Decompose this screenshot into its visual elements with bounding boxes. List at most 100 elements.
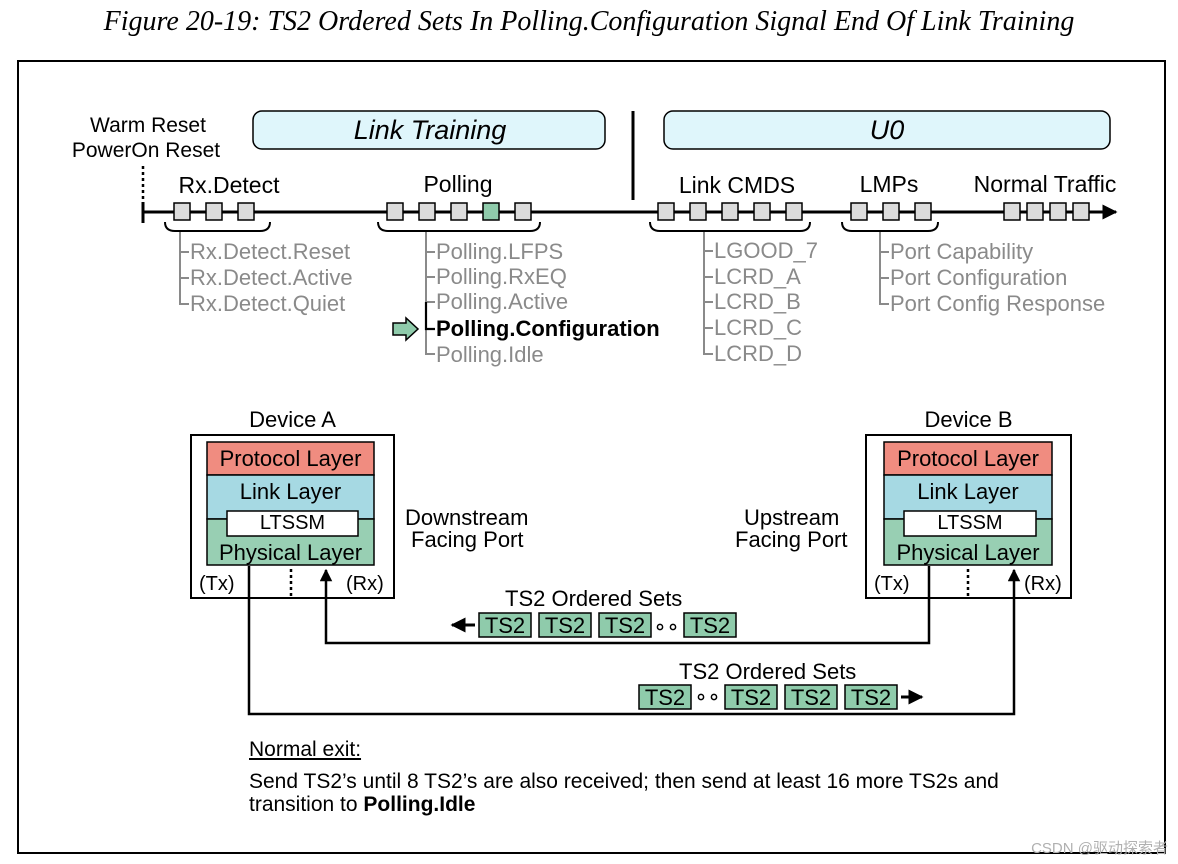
a-to-b-signal-path xyxy=(247,566,1021,716)
state-box xyxy=(514,202,532,221)
substate-port-capability: Port Capability xyxy=(890,239,1034,264)
substate-polling-rxeq: Polling.RxEQ xyxy=(436,264,567,289)
substate-polling-configuration: Polling.Configuration xyxy=(436,316,660,341)
substate-polling-lfps: Polling.LFPS xyxy=(436,239,564,264)
ts2-text: TS2 xyxy=(644,685,686,710)
u0-label: U0 xyxy=(870,115,905,145)
state-box xyxy=(173,202,191,221)
ts2-text: TS2 xyxy=(484,613,526,638)
stage-lmps: LMPs xyxy=(860,171,919,197)
device-b-physical-label: Physical Layer xyxy=(896,540,1040,565)
poweron-reset-label: PowerOn Reset xyxy=(72,139,220,162)
normal-exit-line2: transition to Polling.Idle xyxy=(249,793,1149,816)
device-b-protocol-label: Protocol Layer xyxy=(897,446,1039,471)
lower-ts2-sets xyxy=(638,684,898,710)
state-box xyxy=(850,202,868,221)
state-box xyxy=(721,202,739,221)
lmps-brace xyxy=(841,221,939,232)
ts2-set xyxy=(538,612,592,638)
link-cmds-states xyxy=(657,202,803,221)
device-a-ltssm-box xyxy=(226,510,359,537)
polling-brace xyxy=(377,221,541,232)
state-box xyxy=(1072,202,1090,221)
device-a-protocol-label: Protocol Layer xyxy=(219,446,362,471)
device-b-protocol-layer xyxy=(883,441,1053,476)
polling-config-tree-line xyxy=(424,302,435,331)
normal-exit-title: Normal exit: xyxy=(249,738,362,761)
state-box xyxy=(882,202,900,221)
substate-polling-idle: Polling.Idle xyxy=(436,342,544,367)
ts2-text: TS2 xyxy=(689,613,731,638)
device-a-physical-label: Physical Layer xyxy=(218,540,363,565)
warm-reset-label: Warm Reset xyxy=(90,114,206,137)
ts2-text: TS2 xyxy=(544,613,586,638)
device-b-ltssm-box xyxy=(903,510,1037,537)
state-box xyxy=(450,202,468,221)
link-training-banner xyxy=(252,110,606,150)
device-b-tx-label: (Tx) xyxy=(874,573,910,595)
link-cmds-brace xyxy=(649,221,811,232)
ts2-set xyxy=(598,612,652,638)
device-b-rx-label: (Rx) xyxy=(1024,573,1062,595)
substate-rx-detect-reset: Rx.Detect.Reset xyxy=(190,239,351,264)
ts2-set xyxy=(478,612,532,638)
state-box xyxy=(1049,202,1067,221)
current-state-arrow-icon xyxy=(392,316,420,342)
rx-detect-states xyxy=(173,202,255,221)
ts2-text: TS2 xyxy=(604,613,646,638)
substate-port-config-response: Port Config Response xyxy=(890,291,1106,316)
state-box xyxy=(386,202,404,221)
state-box xyxy=(205,202,223,221)
lower-ellipsis-icon xyxy=(697,693,718,701)
diagram-frame xyxy=(17,60,1166,854)
state-box xyxy=(657,202,675,221)
substate-lgood-7: LGOOD_7 xyxy=(714,238,818,263)
ts2-set xyxy=(844,684,898,710)
stage-braces xyxy=(164,221,939,232)
state-box xyxy=(785,202,803,221)
ts2-text: TS2 xyxy=(790,685,832,710)
device-a-title: Device A xyxy=(249,407,336,432)
ts2-set xyxy=(638,684,692,710)
lmps-states xyxy=(850,202,932,221)
upstream-port-line1: Upstream xyxy=(744,505,840,530)
stage-polling: Polling xyxy=(423,171,492,197)
state-box xyxy=(753,202,771,221)
substate-rx-detect-quiet: Rx.Detect.Quiet xyxy=(190,291,346,316)
substate-lcrd-d: LCRD_D xyxy=(714,341,803,366)
device-a-ltssm-label: LTSSM xyxy=(259,512,326,534)
downstream-port-line2: Facing Port xyxy=(411,527,524,552)
ts2-text: TS2 xyxy=(850,685,892,710)
substate-lcrd-c: LCRD_C xyxy=(714,315,803,340)
watermark: CSDN @驱动探索者 xyxy=(1031,840,1168,857)
normal-exit-line2-text: transition to xyxy=(249,793,364,816)
device-a-tx-label: (Tx) xyxy=(199,573,235,595)
ts2-set xyxy=(784,684,838,710)
substate-lcrd-b: LCRD_B xyxy=(714,289,801,314)
substate-polling-active: Polling.Active xyxy=(436,289,569,314)
state-box xyxy=(914,202,932,221)
stage-normal-traffic: Normal Traffic xyxy=(974,171,1117,197)
upper-ts2-ordered-sets-label: TS2 Ordered Sets xyxy=(505,586,683,611)
device-a-link-label: Link Layer xyxy=(239,479,342,504)
state-box xyxy=(689,202,707,221)
downstream-port-line1: Downstream xyxy=(405,505,529,530)
ts2-text: TS2 xyxy=(730,685,772,710)
normal-exit-line1: Send TS2’s until 8 TS2’s are also receiv… xyxy=(249,770,999,793)
substate-rx-detect-active: Rx.Detect.Active xyxy=(190,265,353,290)
stage-rx-detect: Rx.Detect xyxy=(179,172,281,198)
link-training-label: Link Training xyxy=(354,115,507,145)
device-b-ltssm-label: LTSSM xyxy=(937,512,1003,534)
normal-traffic-states xyxy=(1003,202,1090,221)
device-a-rx-label: (Rx) xyxy=(346,573,384,595)
lower-ts2-ordered-sets-label: TS2 Ordered Sets xyxy=(679,659,857,684)
normal-exit-target-state: Polling.Idle xyxy=(363,793,476,816)
normal-exit-description: Send TS2’s until 8 TS2’s are also receiv… xyxy=(249,770,1149,816)
state-box xyxy=(1026,202,1044,221)
state-box xyxy=(418,202,436,221)
upper-ellipsis-icon xyxy=(656,623,677,631)
ts2-set xyxy=(683,612,737,638)
ts2-set xyxy=(724,684,778,710)
state-box xyxy=(1003,202,1021,221)
